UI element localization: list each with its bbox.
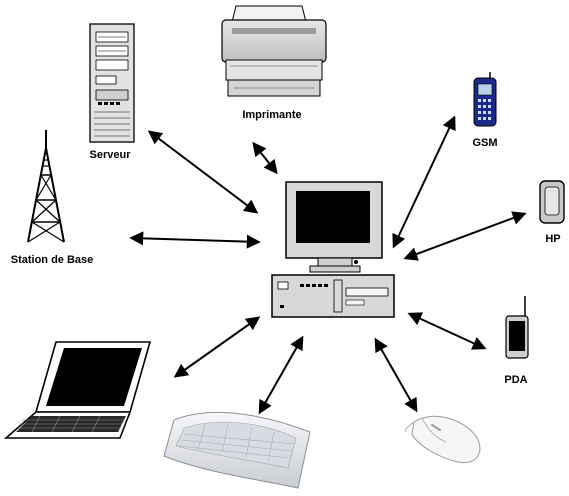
- arrow-printer: [252, 141, 278, 175]
- arrow-pda: [407, 312, 487, 350]
- arrow-keyboard: [258, 335, 304, 415]
- gsm-phone-icon: [473, 72, 497, 127]
- label-gsm: GSM: [472, 137, 497, 149]
- label-imprimante: Imprimante: [242, 109, 301, 121]
- label-pda: PDA: [504, 374, 527, 386]
- hp-device-icon: [539, 180, 565, 224]
- server-icon: [89, 23, 135, 143]
- label-serveur: Serveur: [90, 149, 132, 161]
- pda-icon: [505, 296, 529, 359]
- mouse-icon: [405, 415, 481, 464]
- arrow-hp: [403, 211, 527, 261]
- arrow-gsm: [392, 115, 456, 249]
- arrow-mouse: [374, 337, 418, 413]
- arrow-server: [147, 130, 259, 214]
- label-hp: HP: [545, 233, 560, 245]
- connection-arrows: [129, 115, 527, 415]
- keyboard-icon: [163, 411, 311, 489]
- computer-icon: [271, 181, 395, 318]
- antenna-tower-icon: [27, 130, 65, 243]
- arrow-station: [129, 231, 261, 249]
- laptop-icon: [3, 341, 152, 439]
- arrow-laptop: [173, 316, 261, 378]
- label-station-de-base: Station de Base: [11, 254, 94, 266]
- printer-icon: [221, 5, 327, 97]
